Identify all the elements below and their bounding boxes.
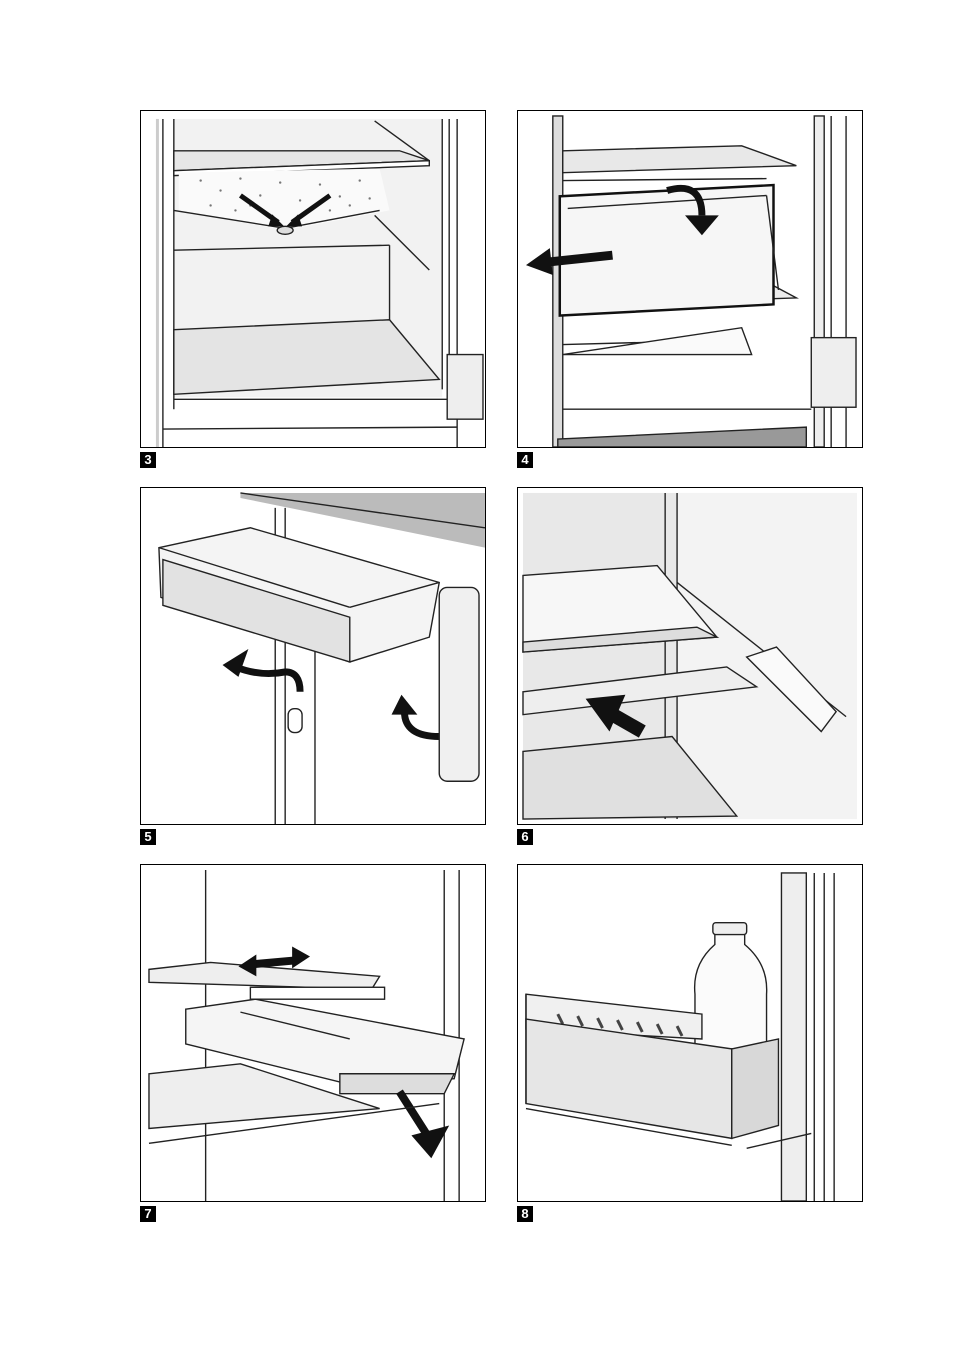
figure-number-badge: 5	[140, 829, 156, 845]
figure-number-badge: 4	[517, 452, 533, 468]
figure-number-badge: 7	[140, 1206, 156, 1222]
figure-number-badge: 6	[517, 829, 533, 845]
figure-6-illustration	[517, 487, 863, 825]
figure-8-illustration	[517, 864, 863, 1202]
figure-3-illustration	[140, 110, 486, 448]
figure-number-badge: 3	[140, 452, 156, 468]
figure-number-badge: 8	[517, 1206, 533, 1222]
figure-5-illustration	[140, 487, 486, 825]
figure-7-illustration	[140, 864, 486, 1202]
figure-4-illustration	[517, 110, 863, 448]
